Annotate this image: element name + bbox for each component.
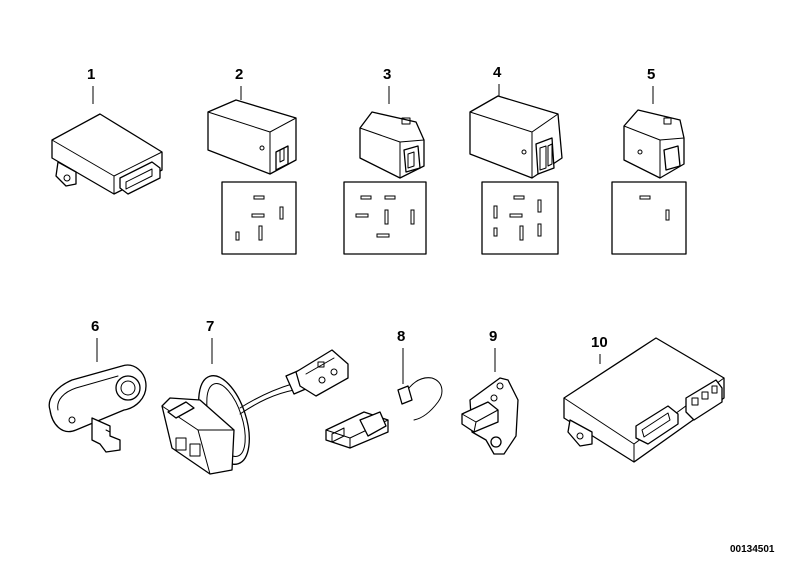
- part-4-pin-layout: [481, 181, 559, 255]
- part-9-bracket: [461, 377, 519, 455]
- callout-6: 6: [91, 318, 99, 335]
- part-6-push-switch: [48, 364, 147, 453]
- part-10-control-unit: [563, 337, 725, 463]
- part-7-rotary-switch: [161, 349, 349, 475]
- callout-3: 3: [383, 66, 391, 83]
- part-3-relay: [359, 111, 425, 179]
- part-8-sensor-lead: [325, 377, 443, 449]
- part-4-relay: [469, 95, 563, 179]
- callout-7: 7: [206, 318, 214, 335]
- callout-10: 10: [591, 334, 608, 351]
- part-1-control-module: [51, 113, 163, 195]
- part-5-pin-layout: [611, 181, 687, 255]
- callout-2: 2: [235, 66, 243, 83]
- part-5-relay: [623, 109, 685, 179]
- part-2-pin-layout: [221, 181, 297, 255]
- callout-1: 1: [87, 66, 95, 83]
- part-3-pin-layout: [343, 181, 427, 255]
- callout-8: 8: [397, 328, 405, 345]
- document-number: 00134501: [730, 544, 775, 555]
- part-2-relay: [207, 99, 297, 175]
- callout-9: 9: [489, 328, 497, 345]
- callout-5: 5: [647, 66, 655, 83]
- callout-4: 4: [493, 64, 502, 81]
